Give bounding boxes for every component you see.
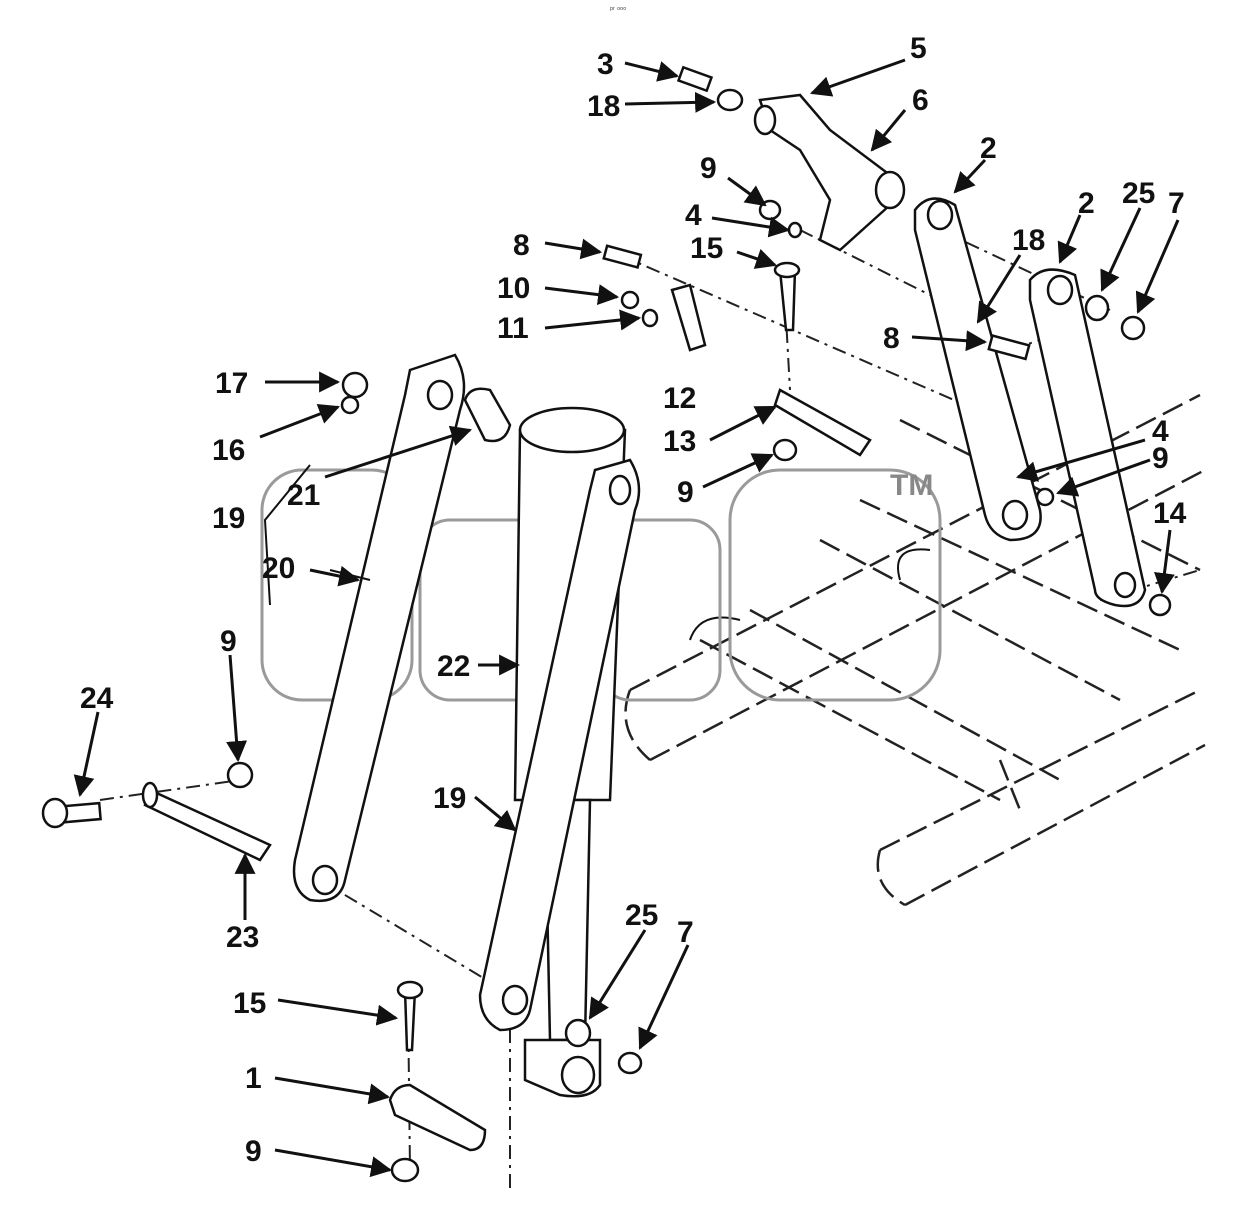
callout-25: 25 [1122,177,1155,210]
callout-22: 22 [437,650,470,683]
washer-25-top [1084,294,1110,322]
washer-25-bottom [564,1018,592,1048]
callout-15: 15 [233,987,266,1020]
watermark-trademark: TM [890,469,933,502]
bolt-8-left [602,244,643,269]
callout-20: 20 [262,552,295,585]
nut-9-bottom [390,1157,420,1183]
callout-10: 10 [497,272,530,305]
nut-9-right [1035,487,1055,507]
lift-arm-19-right [478,458,641,1032]
hose-19 [263,464,311,606]
pin-1 [388,1083,487,1152]
header-tiny-text: ᵖʳ ᵒᵒᵒ [610,5,626,14]
assembly-centerlines [99,229,1201,1190]
pivot-bracket [753,93,906,252]
bolt-24 [41,797,102,829]
pin-23 [141,781,272,862]
bolt-8-right [987,334,1031,361]
callout-19: 19 [433,782,466,815]
callout-15: 15 [690,232,723,265]
callout-18: 18 [587,90,620,123]
callout-numbers: 3 18 5 6 9 4 2 2 25 7 8 15 18 10 11 8 12… [80,32,1187,1168]
callout-17: 17 [215,367,248,400]
callout-3: 3 [597,48,614,81]
washer-10 [620,290,640,310]
clip-7-bottom [617,1051,643,1075]
callout-8: 8 [883,322,900,355]
callout-24: 24 [80,682,114,715]
bushing-21 [463,387,512,443]
callout-25: 25 [625,899,658,932]
callout-2: 2 [1078,187,1095,220]
callout-14: 14 [1153,497,1187,530]
pin-15-top-head [773,261,801,279]
pin-15-top [778,268,797,332]
callout-4: 4 [685,199,702,232]
callout-23: 23 [226,921,259,954]
washer-18 [716,88,744,112]
callout-18: 18 [1012,224,1045,257]
callout-1: 1 [245,1062,262,1095]
lift-arm-19-left [292,353,466,903]
callout-16: 16 [212,434,245,467]
callout-6: 6 [912,84,929,117]
callout-4: 4 [1152,415,1169,448]
fitting-16 [340,395,360,415]
callout-5: 5 [910,32,927,65]
link-2-rear [1028,268,1147,608]
callout-21: 21 [287,479,320,512]
callout-7: 7 [1168,187,1185,220]
washer-11 [641,308,659,328]
nut-9-left [226,761,254,789]
callout-9: 9 [245,1135,262,1168]
callout-11: 11 [497,312,529,345]
callout-leaders [73,58,1180,1178]
callout-13: 13 [663,425,696,458]
grease-fitting-17 [341,371,369,399]
tab-12 [670,283,707,352]
nut-9-center [772,438,798,462]
callout-9: 9 [1152,442,1169,475]
callout-9: 9 [220,625,237,658]
bolt-3 [676,65,714,93]
link-2-front [913,197,1042,542]
callout-7: 7 [677,916,694,949]
callout-9: 9 [700,152,717,185]
callout-8: 8 [513,229,530,262]
pin-13 [773,388,872,457]
callout-19: 19 [212,502,245,535]
callout-12: 12 [663,382,696,415]
nut-14 [1148,593,1172,617]
lockwasher-4-top [787,221,803,239]
callout-2: 2 [980,132,997,165]
clip-7-top [1120,315,1146,341]
callout-9: 9 [677,476,694,509]
pin-15-bottom [396,980,424,1052]
